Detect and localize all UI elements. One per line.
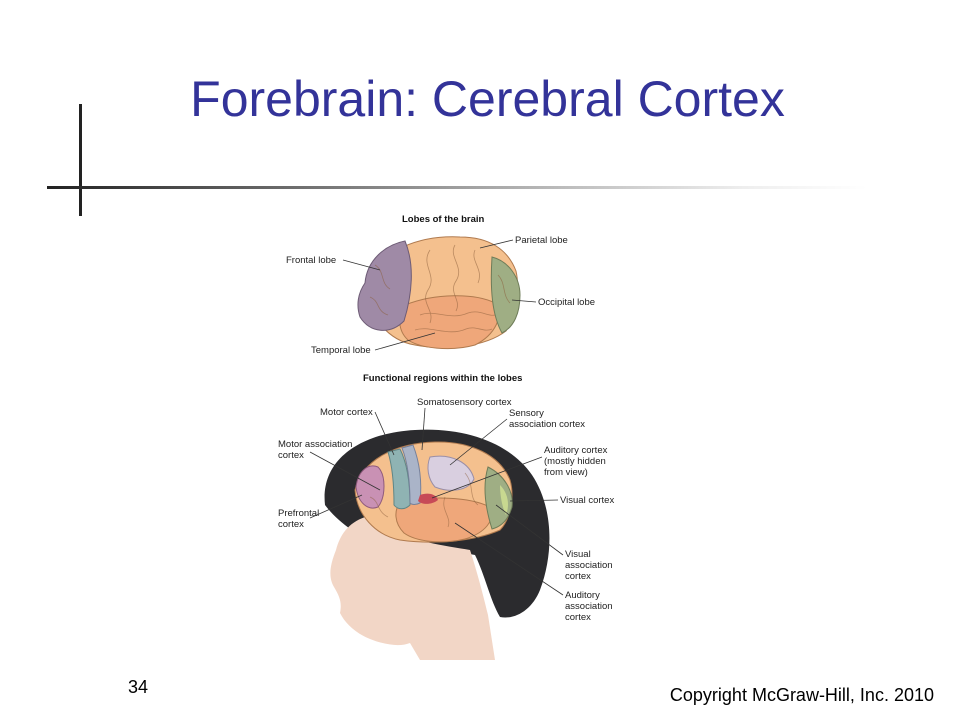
title-vertical-rule <box>79 104 82 216</box>
brain-illustration-lobes <box>357 236 521 350</box>
regions-heading: Functional regions within the lobes <box>363 373 522 384</box>
sensory-assoc-label-2: association cortex <box>509 419 585 430</box>
head-illustration <box>324 429 550 660</box>
slide-number: 34 <box>128 677 149 697</box>
temporal-leader-line <box>374 332 436 351</box>
auditory-assoc-leader <box>454 522 564 596</box>
frontal-lobe-label: Frontal lobe <box>286 255 336 266</box>
lobes-heading: Lobes of the brain <box>402 214 485 225</box>
prefrontal-leader <box>309 494 363 519</box>
auditory-cortex-region <box>418 493 438 504</box>
temporal-lobe-label: Temporal lobe <box>311 345 371 356</box>
copyright-notice: Copyright McGraw-Hill, Inc. 2010 <box>669 685 934 705</box>
auditory-cortex-label-3: from view) <box>544 467 588 478</box>
visual-assoc-label-1: Visual <box>565 549 591 560</box>
slide-title: Forebrain: Cerebral Cortex <box>190 71 785 127</box>
occipital-leader-line <box>511 299 537 303</box>
prefrontal-label-2: cortex <box>278 519 304 530</box>
motor-assoc-label-1: Motor association <box>278 439 352 450</box>
auditory-assoc-label-2: association <box>565 601 613 612</box>
motor-assoc-label-2: cortex <box>278 450 304 461</box>
parietal-lobe-label: Parietal lobe <box>515 235 568 246</box>
auditory-cortex-label-2: (mostly hidden <box>544 456 606 467</box>
sensory-assoc-label-1: Sensory <box>509 408 544 419</box>
parietal-leader-line <box>479 239 514 249</box>
auditory-cortex-label-1: Auditory cortex <box>544 445 608 456</box>
somatosensory-label: Somatosensory cortex <box>417 397 512 408</box>
sensory-assoc-leader <box>449 418 508 466</box>
title-horizontal-rule <box>47 186 867 189</box>
somatosensory-cortex-region <box>401 444 422 505</box>
brain-lobes-diagram: Lobes of the brain Parietal lobe Frontal… <box>278 214 614 660</box>
sensory-association-region <box>427 455 475 491</box>
visual-cortex-label: Visual cortex <box>560 495 614 506</box>
frontal-leader-line <box>342 259 381 271</box>
auditory-cortex-leader <box>431 456 543 499</box>
visual-cortex-leader <box>509 499 559 502</box>
auditory-assoc-label-3: cortex <box>565 612 591 623</box>
occipital-lobe-label: Occipital lobe <box>538 297 595 308</box>
visual-assoc-label-2: association <box>565 560 613 571</box>
somatosensory-leader <box>421 407 426 451</box>
motor-assoc-leader <box>309 451 381 491</box>
auditory-assoc-label-1: Auditory <box>565 590 600 601</box>
visual-assoc-leader <box>495 504 564 556</box>
motor-cortex-label: Motor cortex <box>320 407 373 418</box>
face-shape <box>330 517 495 660</box>
visual-cortex-region <box>500 485 508 515</box>
visual-assoc-label-3: cortex <box>565 571 591 582</box>
prefrontal-cortex-region <box>355 465 385 509</box>
frontal-lobe-region <box>357 240 412 331</box>
motor-cortex-leader <box>374 411 395 456</box>
prefrontal-label-1: Prefrontal <box>278 508 319 519</box>
temporal-lobe-region <box>399 295 500 350</box>
